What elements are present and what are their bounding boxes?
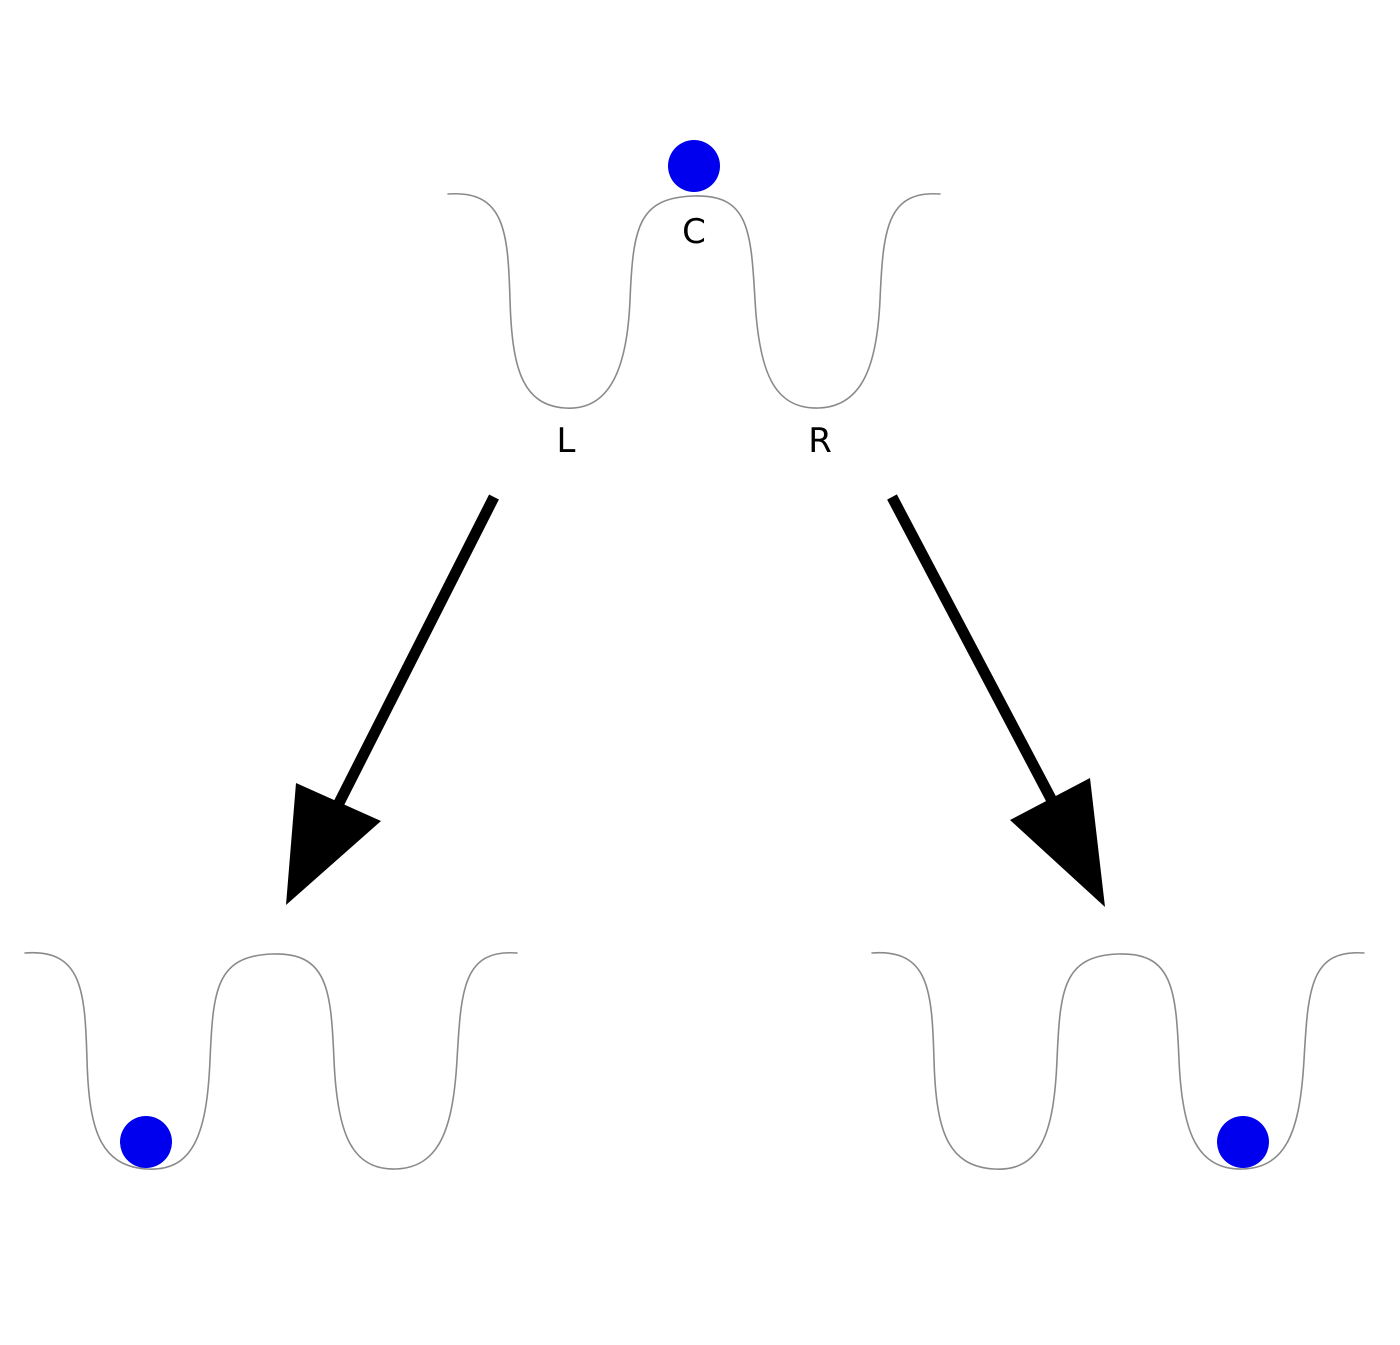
- ball-outcome-left: [120, 1116, 172, 1168]
- transition-arrow-right: [887, 494, 1105, 907]
- outcome-right-group: [871, 952, 1365, 1170]
- label-center: C: [682, 212, 706, 252]
- label-right: R: [808, 421, 832, 461]
- arrow-left-shaft: [333, 494, 499, 808]
- arrow-right-shaft: [887, 494, 1063, 815]
- potential-curve-outcome-left: [24, 952, 518, 1170]
- ball-outcome-right: [1217, 1116, 1269, 1168]
- label-left: L: [557, 421, 576, 461]
- potential-curve-initial: [447, 193, 941, 409]
- outcome-left-group: [24, 952, 518, 1170]
- ball-initial: [668, 140, 720, 192]
- arrow-left-head: [286, 783, 381, 905]
- arrow-right-head: [1010, 778, 1105, 907]
- potential-curve-outcome-right: [871, 952, 1365, 1170]
- initial-state-group: C L R: [447, 140, 941, 461]
- transition-arrow-left: [286, 494, 499, 905]
